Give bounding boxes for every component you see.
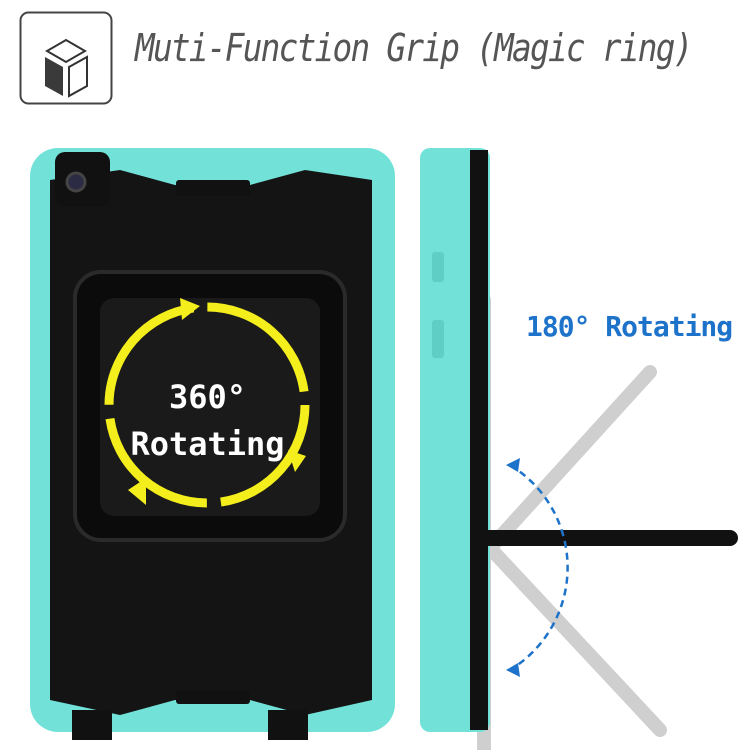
arrowhead-icon xyxy=(506,458,520,472)
box-icon xyxy=(19,11,113,105)
rotation-label-degrees: 360° xyxy=(168,378,247,416)
stand-rotation-label: 180° Rotating xyxy=(526,310,733,343)
arrowhead-icon xyxy=(506,663,520,677)
camera-icon xyxy=(65,171,87,193)
stand-position-horizontal xyxy=(478,530,738,546)
rotation-label-text: Rotating xyxy=(130,425,285,463)
arrowhead-icon xyxy=(128,478,146,505)
rotation-arc xyxy=(509,463,569,672)
rotation-arrow-ring xyxy=(104,302,310,508)
stand-position-diagonal-up xyxy=(483,365,657,555)
side-button xyxy=(432,320,444,358)
tablet-side-view xyxy=(420,148,738,750)
tablet-front-view xyxy=(30,148,395,740)
page-title: Muti-Function Grip (Magic ring) xyxy=(135,26,693,70)
arrowhead-icon xyxy=(288,450,306,472)
stand-position-diagonal-down xyxy=(483,541,667,737)
side-button xyxy=(432,252,444,282)
arrowhead-icon xyxy=(180,298,200,320)
